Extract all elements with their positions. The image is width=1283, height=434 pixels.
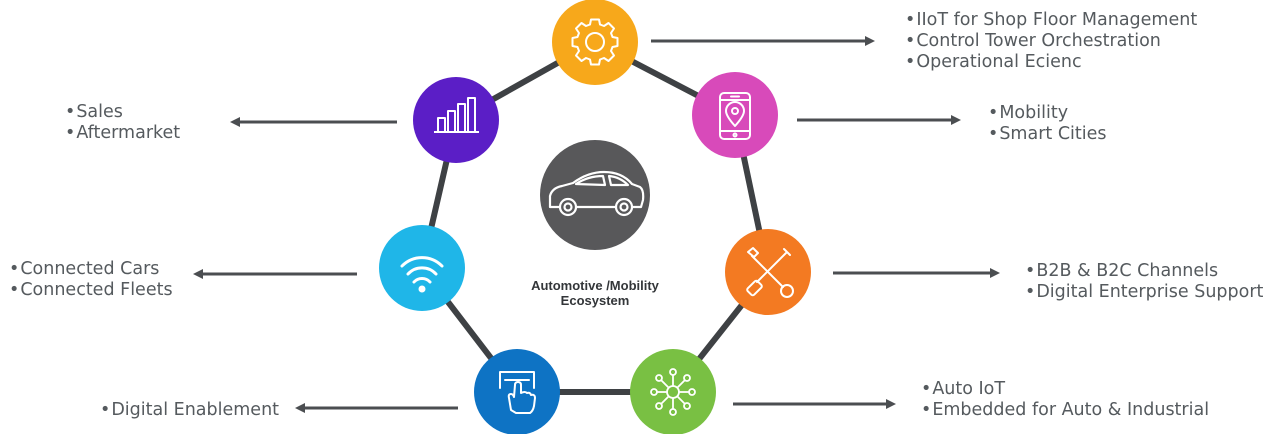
bullet-item: Connected Fleets xyxy=(9,280,172,301)
bullet-item: B2B & B2C Channels xyxy=(1025,261,1263,282)
network-hub-icon xyxy=(650,368,696,416)
bullets-channels: B2B & B2C Channels Digital Enterprise Su… xyxy=(1025,261,1263,303)
touch-screen-icon xyxy=(499,371,536,414)
gear-icon xyxy=(571,18,619,66)
node-circle xyxy=(474,349,560,434)
bullet-item: Sales xyxy=(65,102,180,123)
bullet-item: Operational Ecienc xyxy=(905,52,1197,73)
bullet-item: Control Tower Orchestration xyxy=(905,31,1197,52)
bullets-mobility: Mobility Smart Cities xyxy=(988,103,1107,145)
center-title-line1: Automotive /Mobility xyxy=(531,278,659,293)
bullet-item: Digital Enterprise Support xyxy=(1025,282,1263,303)
bullets-connected: Connected Cars Connected Fleets xyxy=(9,259,173,301)
tools-icon xyxy=(746,247,794,298)
bullet-item: Embedded for Auto & Industrial xyxy=(921,400,1209,421)
node-digital xyxy=(474,349,560,434)
bullets-sales: Sales Aftermarket xyxy=(65,102,180,144)
car-icon xyxy=(548,170,645,217)
node-sales xyxy=(413,77,499,163)
node-channels xyxy=(725,229,811,315)
node-circle xyxy=(630,349,716,434)
bullet-item: Digital Enablement xyxy=(100,400,279,421)
node-auto-iot xyxy=(630,349,716,434)
arrows xyxy=(193,36,1000,413)
bullet-item: Connected Cars xyxy=(9,259,173,280)
wifi-icon xyxy=(400,256,444,293)
bar-chart-icon xyxy=(434,97,479,133)
center-node xyxy=(540,140,650,250)
bullets-digital: Digital Enablement xyxy=(100,400,279,421)
center-circle xyxy=(540,140,650,250)
smartphone-location-icon xyxy=(719,92,751,140)
node-mobility xyxy=(692,72,778,158)
node-connected xyxy=(379,225,465,311)
node-circle xyxy=(552,0,638,85)
bullet-item: IIoT for Shop Floor Management xyxy=(905,10,1197,31)
center-title: Automotive /Mobility Ecosystem xyxy=(500,278,690,308)
center-title-line2: Ecosystem xyxy=(560,293,630,308)
bullet-item: Aftermarket xyxy=(65,123,180,144)
bullets-auto-iot: Auto IoT Embedded for Auto & Industrial xyxy=(921,379,1209,421)
bullet-item: Auto IoT xyxy=(921,379,1209,400)
bullet-item: Mobility xyxy=(988,103,1107,124)
node-operations xyxy=(552,0,638,85)
bullets-operations: IIoT for Shop Floor Management Control T… xyxy=(905,10,1197,73)
bullet-item: Smart Cities xyxy=(988,124,1106,145)
